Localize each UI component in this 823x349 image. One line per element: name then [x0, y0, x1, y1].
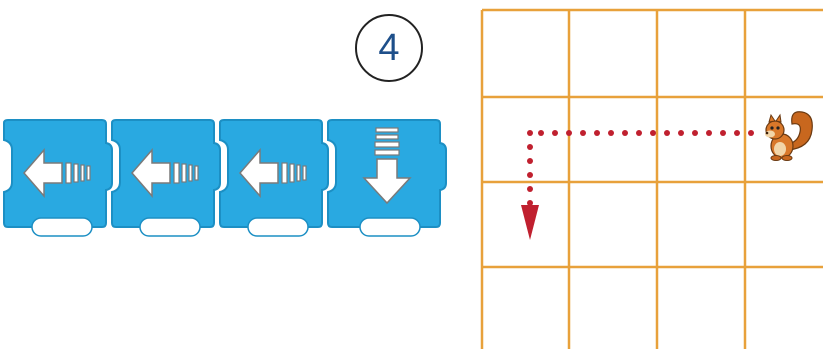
program-blocks	[3, 119, 447, 237]
block-parameter-slot[interactable]	[139, 217, 201, 237]
puzzle-number: 4	[378, 26, 400, 69]
path-arrowhead-down-icon	[521, 205, 539, 240]
squirrel-icon	[765, 111, 813, 161]
block-parameter-slot[interactable]	[359, 217, 421, 237]
code-block-left-2[interactable]	[111, 119, 221, 237]
code-block-left-3[interactable]	[219, 119, 329, 237]
path-dots	[527, 130, 754, 206]
grid-lines	[480, 8, 823, 349]
code-block-down[interactable]	[327, 119, 447, 237]
puzzle-number-badge: 4	[355, 14, 423, 82]
code-block-left-1[interactable]	[3, 119, 113, 237]
block-parameter-slot[interactable]	[247, 217, 309, 237]
block-parameter-slot[interactable]	[31, 217, 93, 237]
